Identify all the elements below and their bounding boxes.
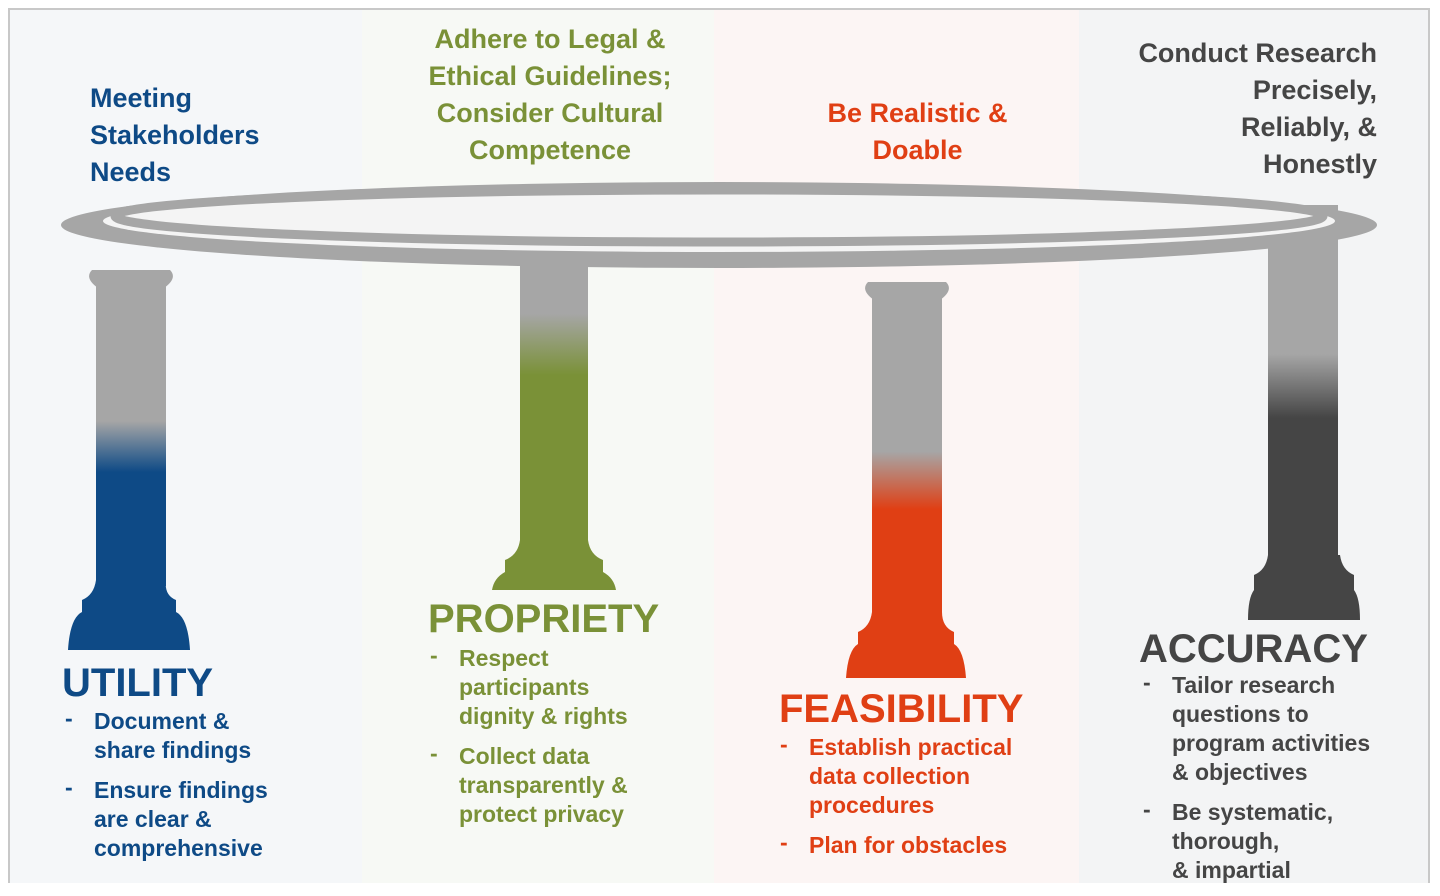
list-item: - Collect data transparently & protect p…: [427, 740, 687, 829]
bullet-dash: -: [430, 740, 438, 766]
bullet-line: questions to: [1172, 701, 1309, 727]
list-item: - Document & share findings: [62, 705, 322, 765]
bullet-line: procedures: [809, 792, 935, 818]
accuracy-title: ACCURACY: [1139, 627, 1368, 671]
feasibility-bullets: - Establish practical data collection pr…: [777, 731, 1067, 871]
list-item: - Be systematic, thorough, & impartial: [1140, 796, 1420, 885]
bullet-dash: -: [1143, 669, 1151, 695]
bullet-line: thorough,: [1172, 828, 1280, 854]
list-item: - Respect participants dignity & rights: [427, 642, 687, 731]
pillar-feasibility: [846, 282, 966, 678]
bullet-line: protect privacy: [459, 801, 624, 827]
principle-line: Stakeholders: [90, 120, 260, 150]
bullet-line: are clear &: [94, 806, 212, 832]
principle-line: Precisely,: [1252, 75, 1377, 105]
list-item: - Tailor research questions to program a…: [1140, 669, 1420, 787]
principle-line: Honestly: [1262, 149, 1377, 179]
bullet-line: & objectives: [1172, 759, 1308, 785]
bullet-dash: -: [430, 642, 438, 668]
bullet-line: & impartial: [1172, 857, 1291, 883]
principle-line: Ethical Guidelines;: [428, 61, 672, 91]
propriety-bullets: - Respect participants dignity & rights …: [427, 642, 687, 840]
list-item: - Plan for obstacles: [777, 829, 1067, 860]
bullet-line: Collect data: [459, 743, 590, 769]
pillar-utility: [68, 270, 190, 650]
principle-line: Reliably, &: [1240, 112, 1377, 142]
utility-principle: Meeting Stakeholders Needs: [90, 80, 350, 191]
bullet-line: data collection: [809, 763, 971, 789]
bullet-line: dignity & rights: [459, 703, 628, 729]
ring-entablature: [61, 182, 1377, 268]
principle-line: Be Realistic &: [827, 98, 1008, 128]
bullet-line: transparently &: [459, 772, 628, 798]
bullet-line: Be systematic,: [1172, 799, 1334, 825]
propriety-title: PROPRIETY: [428, 597, 660, 641]
principle-line: Meeting: [90, 83, 193, 113]
utility-bullets: - Document & share findings - Ensure fin…: [62, 705, 322, 874]
accuracy-band: [1079, 10, 1428, 883]
principle-line: Adhere to Legal &: [434, 24, 666, 54]
bullet-line: Plan for obstacles: [809, 832, 1008, 858]
bullet-line: participants: [459, 674, 590, 700]
bullet-line: Tailor research: [1172, 672, 1336, 698]
bullet-line: share findings: [94, 737, 252, 763]
bullet-dash: -: [780, 829, 788, 855]
utility-title: UTILITY: [62, 661, 214, 705]
pillar-accuracy: [1248, 205, 1360, 620]
principle-line: Conduct Research: [1138, 38, 1377, 68]
principle-line: Competence: [468, 135, 632, 165]
list-item: - Ensure findings are clear & comprehens…: [62, 774, 322, 863]
bullet-line: comprehensive: [94, 835, 263, 861]
bullet-dash: -: [65, 705, 73, 731]
bullet-line: Document &: [94, 708, 230, 734]
principle-line: Needs: [90, 157, 172, 187]
bullet-dash: -: [780, 731, 788, 757]
bullet-dash: -: [1143, 796, 1151, 822]
bullet-line: program activities: [1172, 730, 1371, 756]
bullet-dash: -: [65, 774, 73, 800]
bullet-line: Establish practical: [809, 734, 1013, 760]
bullet-line: Respect: [459, 645, 549, 671]
list-item: - Establish practical data collection pr…: [777, 731, 1067, 820]
feasibility-principle: Be Realistic & Doable: [780, 95, 1055, 169]
bullet-line: Ensure findings: [94, 777, 268, 803]
principle-line: Consider Cultural: [436, 98, 664, 128]
utility-band: [10, 10, 362, 883]
propriety-principle: Adhere to Legal & Ethical Guidelines; Co…: [380, 21, 720, 169]
accuracy-bullets: - Tailor research questions to program a…: [1140, 669, 1420, 896]
principle-line: Doable: [872, 135, 963, 165]
accuracy-principle: Conduct Research Precisely, Reliably, & …: [1060, 35, 1377, 183]
feasibility-title: FEASIBILITY: [779, 687, 1024, 731]
